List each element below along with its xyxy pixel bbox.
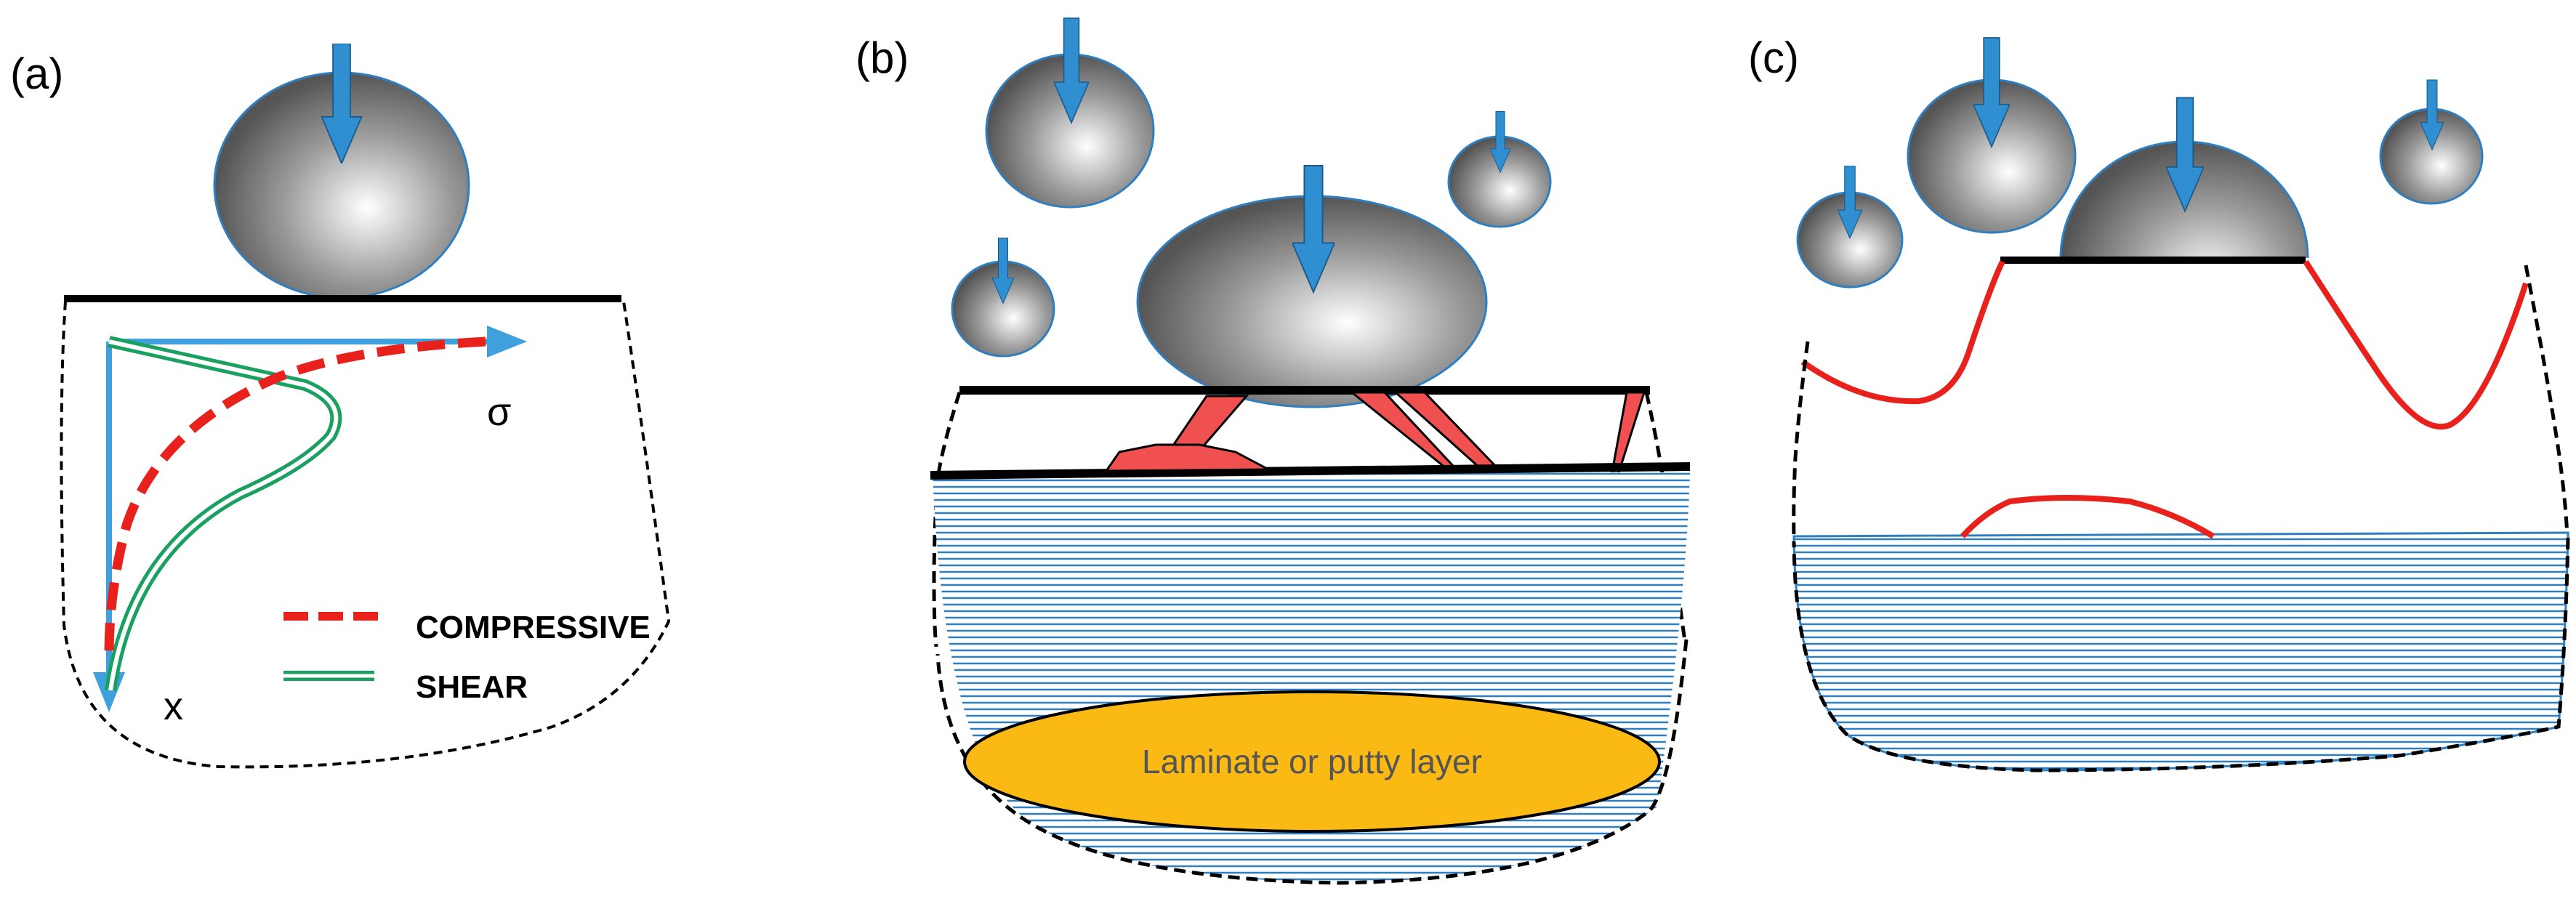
delamination-blister	[1104, 443, 1269, 472]
shear-curve	[105, 336, 342, 692]
legend: COMPRESSIVE SHEAR	[283, 610, 651, 705]
delamination-outline	[1960, 495, 2215, 539]
body-outline	[60, 301, 671, 769]
substrate-outline	[935, 639, 1689, 885]
panel-a-label: (a)	[10, 49, 63, 98]
sigma-axis-arrowhead	[487, 326, 527, 358]
legend-label-shear: SHEAR	[416, 669, 528, 705]
laminate-layer	[963, 690, 1661, 833]
deformed-surface	[2303, 259, 2529, 430]
panel-c-label: (c)	[1748, 33, 1799, 82]
legend-label-compressive: COMPRESSIVE	[416, 610, 651, 645]
panel-b: (b) Laminate or putty la	[856, 17, 1691, 885]
layer-outline-right	[2524, 265, 2569, 538]
axis-label-sigma: σ	[487, 390, 511, 434]
substrate	[1792, 531, 2569, 772]
interface-line	[930, 462, 1691, 480]
panel-b-label: (b)	[856, 33, 909, 82]
panel-a: (a) x σ COMPRESSIVE SHEAR	[10, 44, 671, 769]
axis-label-x: x	[164, 685, 183, 728]
layer-outline-left	[1792, 341, 1810, 538]
shear-curve-inner	[108, 339, 339, 691]
panel-c: (c)	[1748, 33, 2570, 772]
deformed-surface	[1800, 260, 2005, 405]
compressive-curve	[104, 336, 486, 655]
laminate-layer-label: Laminate or putty layer	[1142, 743, 1482, 780]
substrate-outline	[1792, 537, 2570, 772]
